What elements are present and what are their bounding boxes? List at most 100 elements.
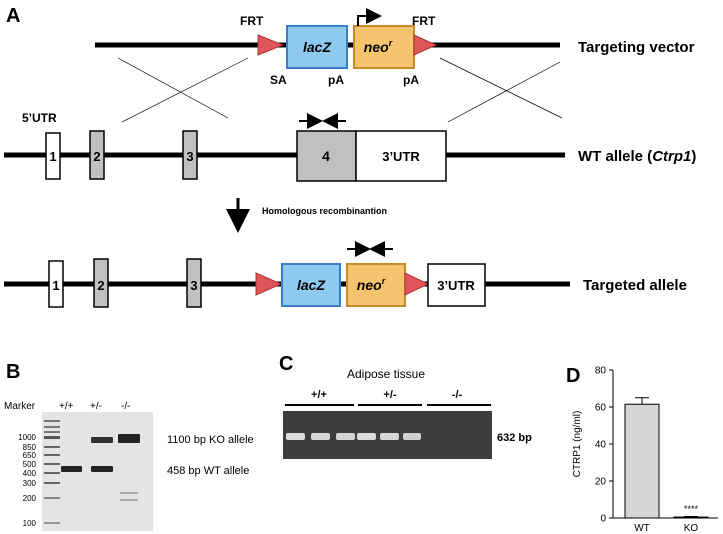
- wt-exon-3-label: 3: [186, 149, 193, 164]
- ko-band-lane-2: [91, 437, 113, 443]
- y-tick-label: 0: [600, 514, 606, 525]
- frt-right-triangle: [413, 34, 438, 56]
- panel-b-letter: B: [6, 361, 20, 383]
- ladder-band: [44, 446, 60, 448]
- neo-box: [353, 25, 415, 69]
- significance-label: ****: [684, 504, 699, 514]
- wt-allele-label: WT allele (Ctrp1): [578, 148, 696, 165]
- x-tick-label: WT: [634, 523, 650, 534]
- targeted-exon-1: [48, 260, 64, 308]
- gel-band: [403, 433, 421, 440]
- wt-exon-4: [296, 130, 357, 182]
- ladder-label: 300: [23, 479, 37, 488]
- ladder-band: [44, 482, 60, 484]
- ko-allele-label: 1100 bp KO allele: [167, 434, 254, 446]
- panel-b-gel: Marker +/+ +/- -/- 1000 850 650 500 400 …: [4, 401, 254, 531]
- targeted-frt-left-triangle: [255, 272, 283, 296]
- ladder-lane: [44, 420, 60, 524]
- wt-exon-4-label: 4: [322, 148, 330, 164]
- targeted-neo-label: neor: [357, 276, 386, 293]
- ko-band-lane-3: [118, 434, 140, 443]
- group-label: -/-: [452, 389, 463, 401]
- targeted-allele: 1 2 3 lacZ neor 3’UTR Targeted allele: [4, 241, 687, 308]
- ladder-band: [44, 436, 60, 439]
- wt-utr3-label: 3’UTR: [382, 149, 420, 164]
- bar-ko: [673, 516, 709, 519]
- y-tick-label: 60: [595, 403, 607, 414]
- wt-exon-2-label: 2: [93, 149, 100, 164]
- wt-exon-3: [182, 130, 198, 180]
- panel-c-title: Adipose tissue: [347, 367, 425, 381]
- ladder-band: [44, 497, 60, 499]
- lane-label: -/-: [121, 401, 130, 412]
- promoter-arrow-icon: [357, 8, 382, 26]
- targeted-neo-box: [346, 263, 406, 307]
- frt-right-label: FRT: [412, 14, 436, 28]
- ladder-band: [44, 454, 60, 456]
- neo-label: neor: [364, 38, 393, 55]
- group-label: +/-: [383, 389, 396, 401]
- crossover-line: [121, 57, 249, 123]
- targeted-exon-2-label: 2: [97, 278, 104, 293]
- wt-exon-1: [45, 132, 61, 180]
- panel-a-letter: A: [6, 5, 20, 27]
- y-tick-label: 80: [595, 366, 607, 377]
- y-tick-label: 20: [595, 477, 607, 488]
- faint-band: [120, 499, 138, 501]
- gel-band: [380, 433, 399, 440]
- ladder-label: 200: [23, 494, 37, 503]
- targeted-utr3-label: 3’UTR: [437, 278, 475, 293]
- ladder-label: 650: [23, 451, 37, 460]
- lane-label: +/+: [59, 401, 74, 412]
- targeted-lacz-label: lacZ: [297, 277, 325, 293]
- ladder-band: [44, 420, 60, 422]
- y-axis-label: CTRP1 (ng/ml): [572, 411, 583, 478]
- targeted-exon-2: [93, 258, 109, 308]
- targeted-exon-3-label: 3: [190, 278, 197, 293]
- bars: [624, 397, 709, 519]
- ladder-band: [44, 522, 60, 524]
- faint-band: [120, 492, 138, 494]
- recombination-step: Homologous recombinantion: [226, 198, 387, 233]
- ladder-band: [44, 426, 60, 428]
- sa-label: SA: [270, 73, 287, 87]
- ladder-label: 500: [23, 460, 37, 469]
- gel-band: [286, 433, 305, 440]
- wt-utr3-box: [355, 130, 447, 182]
- utr5-label: 5’UTR: [22, 111, 57, 125]
- wt-allele: 5’UTR 1 2 3 4 3’UTR WT allele (Ctrp1): [4, 111, 696, 182]
- y-tick-label: 40: [595, 440, 607, 451]
- wt-exon-2: [89, 130, 105, 180]
- group-label: +/+: [311, 389, 327, 401]
- frt-left-triangle: [257, 34, 285, 56]
- wt-allele-band-label: 458 bp WT allele: [167, 465, 249, 477]
- targeted-lacz-box: [281, 263, 341, 307]
- targeting-vector: FRT lacZ neor FRT SA pA pA Targeting vec…: [95, 8, 695, 87]
- gel-band: [336, 433, 355, 440]
- crossover-line: [439, 57, 563, 119]
- panel-c-letter: C: [279, 353, 293, 375]
- wt-band-lane-2: [91, 466, 113, 472]
- targeting-vector-label: Targeting vector: [578, 39, 695, 56]
- targeted-utr3-box: [427, 263, 486, 307]
- crossover-line: [117, 57, 229, 119]
- frt-left-label: FRT: [240, 14, 264, 28]
- gel-band: [357, 433, 376, 440]
- ladder-band: [44, 463, 60, 465]
- targeted-frt-right-triangle: [404, 272, 430, 296]
- recombination-label: Homologous recombinantion: [262, 206, 387, 216]
- marker-label: Marker: [4, 401, 36, 412]
- targeted-allele-label: Targeted allele: [583, 277, 687, 294]
- ladder-label: 100: [23, 519, 37, 528]
- gel-band: [311, 433, 330, 440]
- ladder-band: [44, 472, 60, 474]
- ladder-label: 1000: [18, 433, 36, 442]
- crossover-lines: [117, 57, 563, 123]
- band-size-label: 632 bp: [497, 432, 532, 444]
- ladder-label: 850: [23, 443, 37, 452]
- targeted-exon-3: [186, 258, 202, 308]
- panel-c-gel: Adipose tissue +/+ +/- -/- 632 bp: [283, 367, 532, 459]
- lane-label: +/-: [90, 401, 102, 412]
